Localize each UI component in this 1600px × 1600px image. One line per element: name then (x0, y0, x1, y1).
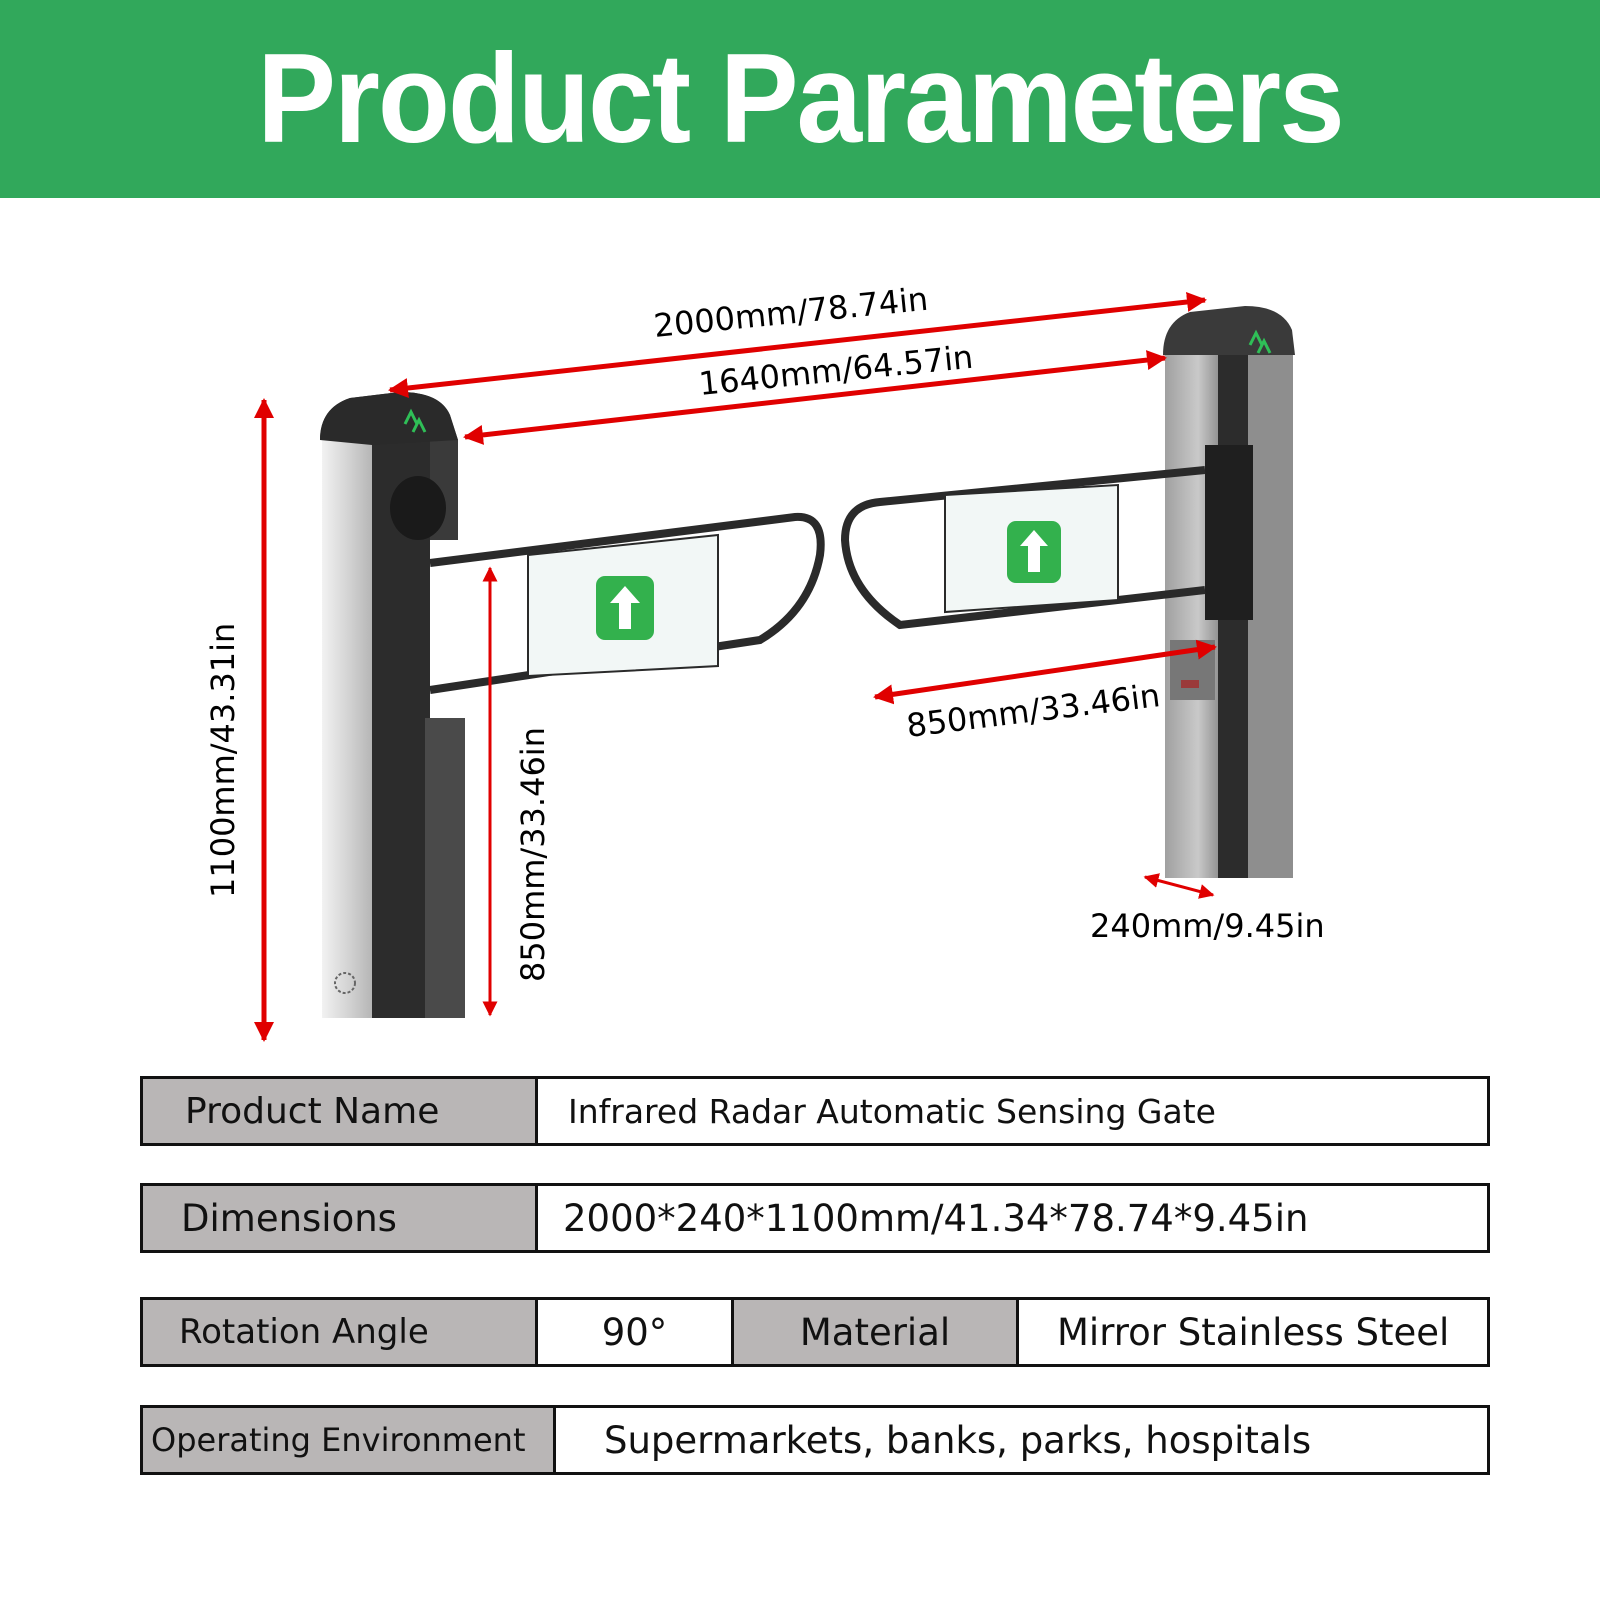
spec-row-dimensions: Dimensions 2000*240*1100mm/41.34*78.74*9… (140, 1183, 1490, 1253)
spec-row-rotation-material: Rotation Angle 90° Material Mirror Stain… (140, 1297, 1490, 1367)
spec-value: 90° (535, 1300, 731, 1364)
left-arm-sign (596, 576, 654, 640)
left-swing-arm (429, 512, 825, 694)
spec-label: Rotation Angle (143, 1300, 535, 1364)
spec-label: Dimensions (143, 1186, 535, 1250)
inner-width-arrow (463, 350, 1167, 445)
spec-label: Product Name (143, 1079, 535, 1143)
right-arm-sign (1007, 521, 1061, 583)
dimension-arrows (254, 292, 1217, 1042)
arrow-up-icon (1020, 530, 1048, 572)
spec-label: Operating Environment (143, 1408, 553, 1472)
spec-label: Material (731, 1300, 1016, 1364)
spec-value: Supermarkets, banks, parks, hospitals (553, 1408, 1487, 1472)
left-led-indicator (403, 408, 427, 433)
arrow-up-icon (610, 586, 640, 629)
title-banner: Product Parameters (0, 0, 1600, 198)
arm-height-label: 850mm/33.46in (514, 727, 552, 982)
page-title: Product Parameters (257, 27, 1344, 171)
spec-row-product-name: Product Name Infrared Radar Automatic Se… (140, 1076, 1490, 1146)
post-depth-label: 240mm/9.45in (1090, 907, 1325, 945)
height-label: 1100mm/43.31in (204, 623, 242, 898)
left-post (320, 392, 465, 1018)
spec-value: Infrared Radar Automatic Sensing Gate (535, 1079, 1487, 1143)
right-led-indicator (1248, 329, 1272, 354)
right-post (1163, 306, 1295, 878)
spec-row-operating-environment: Operating Environment Supermarkets, bank… (140, 1405, 1490, 1475)
spec-value: 2000*240*1100mm/41.34*78.74*9.45in (535, 1186, 1487, 1250)
spec-value: Mirror Stainless Steel (1016, 1300, 1487, 1364)
gate-diagram: 2000mm/78.74in 1640mm/64.57in 1100mm/43.… (204, 280, 1325, 1042)
post-depth-arrow (1143, 873, 1215, 899)
right-swing-arm (840, 466, 1206, 630)
arm-length-arrow (873, 639, 1217, 705)
